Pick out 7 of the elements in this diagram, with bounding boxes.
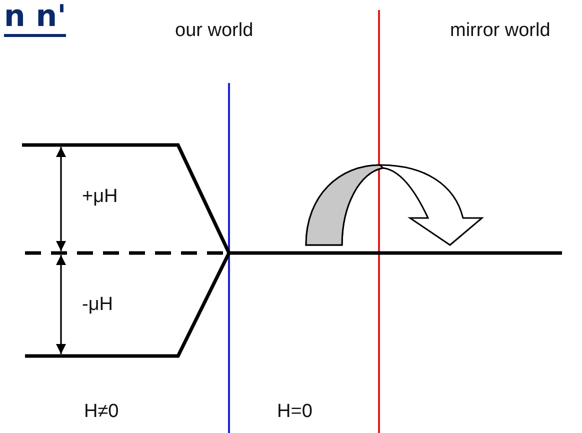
region-label: our world — [175, 20, 254, 42]
region-label: mirror world — [450, 20, 550, 42]
field-label: H≠0 — [84, 401, 119, 423]
field-label: H=0 — [277, 401, 312, 423]
energy-label: -μH — [82, 294, 113, 316]
heading: n n' — [4, 0, 66, 37]
energy-label: +μH — [82, 186, 118, 208]
